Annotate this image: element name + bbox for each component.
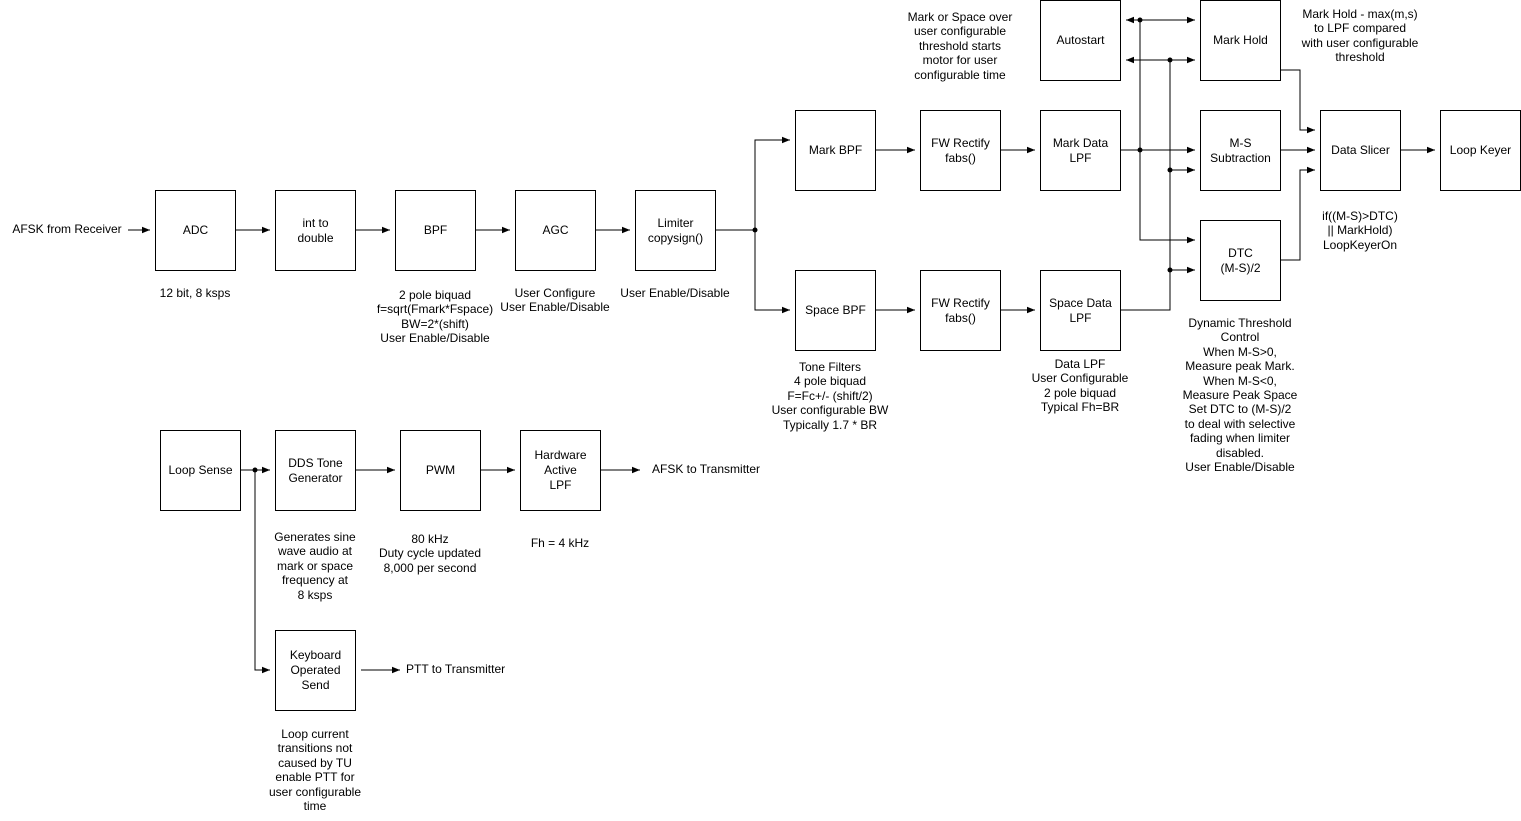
limiter-note: User Enable/Disable xyxy=(620,286,730,300)
pwm-note: 80 kHz Duty cycle updated 8,000 per seco… xyxy=(378,532,482,575)
junction-dot xyxy=(1167,167,1173,173)
loop-keyer-block: Loop Keyer xyxy=(1440,110,1521,191)
agc-label: AGC xyxy=(542,223,569,237)
mark-data-lpf-label: Mark Data LPF xyxy=(1052,135,1109,165)
int-to-double-label: int to double xyxy=(297,215,334,245)
tone-filters-note: Tone Filters 4 pole biquad F=Fc+/- (shif… xyxy=(771,360,889,432)
mark-hold-note: Mark Hold - max(m,s) to LPF compared wit… xyxy=(1301,7,1419,65)
space-data-lpf-block: Space Data LPF xyxy=(1040,270,1121,351)
keyboard-note: Loop current transitions not caused by T… xyxy=(268,727,362,814)
wire-dtc-slicer xyxy=(1281,166,1315,261)
mark-bpf-block: Mark BPF xyxy=(795,110,876,191)
loop-keyer-label: Loop Keyer xyxy=(1449,143,1512,157)
data-slicer-label: Data Slicer xyxy=(1331,143,1390,157)
bpf-block: BPF xyxy=(395,190,476,271)
bpf-label: BPF xyxy=(423,223,448,237)
keyboard-operated-send-block: Keyboard Operated Send xyxy=(275,630,356,711)
pwm-block: PWM xyxy=(400,430,481,511)
data-slicer-note: if((M-S)>DTC) || MarkHold) LoopKeyerOn xyxy=(1322,209,1398,252)
data-slicer-block: Data Slicer xyxy=(1320,110,1401,191)
mark-hold-label: Mark Hold xyxy=(1213,33,1268,47)
dds-note: Generates sine wave audio at mark or spa… xyxy=(274,530,356,602)
bpf-note: 2 pole biquad f=sqrt(Fmark*Fspace) BW=2*… xyxy=(376,288,494,346)
hardware-lpf-label: Hardware Active LPF xyxy=(534,448,587,492)
dds-tone-generator-block: DDS Tone Generator xyxy=(275,430,356,511)
junction-dot xyxy=(752,227,758,233)
fw-rectify-mark-label: FW Rectify fabs() xyxy=(931,135,990,165)
adc-note: 12 bit, 8 ksps xyxy=(159,286,231,300)
fw-rectify-mark-block: FW Rectify fabs() xyxy=(920,110,1001,191)
hardware-lpf-note: Fh = 4 kHz xyxy=(530,536,590,550)
dds-tone-generator-label: DDS Tone Generator xyxy=(288,455,343,485)
wire-split-space xyxy=(754,230,790,314)
dtc-note: Dynamic Threshold Control When M-S>0, Me… xyxy=(1182,316,1298,475)
loop-sense-block: Loop Sense xyxy=(160,430,241,511)
space-data-lpf-label: Space Data LPF xyxy=(1049,295,1112,325)
junction-dot xyxy=(1167,57,1173,63)
autostart-label: Autostart xyxy=(1056,33,1105,47)
wire-markhold-slicer xyxy=(1281,69,1315,134)
autostart-block: Autostart xyxy=(1040,0,1121,81)
wire-split-mark xyxy=(754,136,790,230)
mark-hold-block: Mark Hold xyxy=(1200,0,1281,81)
junction-dot xyxy=(1167,267,1173,273)
pwm-label: PWM xyxy=(425,463,456,477)
mark-bpf-label: Mark BPF xyxy=(808,143,863,157)
agc-note: User Configure User Enable/Disable xyxy=(500,286,610,315)
limiter-block: Limiter copysign() xyxy=(635,190,716,271)
adc-label: ADC xyxy=(182,223,209,237)
junction-dot xyxy=(252,467,258,473)
junction-dot xyxy=(1137,17,1143,23)
wire-spacelpf-bus xyxy=(1121,60,1171,311)
space-bpf-label: Space BPF xyxy=(805,303,866,317)
loop-sense-label: Loop Sense xyxy=(168,463,233,477)
limiter-label: Limiter copysign() xyxy=(647,215,704,245)
mark-data-lpf-block: Mark Data LPF xyxy=(1040,110,1121,191)
ms-subtraction-label: M-S Subtraction xyxy=(1210,135,1271,165)
agc-block: AGC xyxy=(515,190,596,271)
autostart-note: Mark or Space over user configurable thr… xyxy=(907,10,1013,82)
data-lpf-note: Data LPF User Configurable 2 pole biquad… xyxy=(1031,357,1129,415)
fw-rectify-space-label: FW Rectify fabs() xyxy=(931,295,990,325)
ptt-to-transmitter-label: PTT to Transmitter xyxy=(406,662,506,676)
wire-loopsense-keyboard xyxy=(254,470,270,674)
space-bpf-block: Space BPF xyxy=(795,270,876,351)
afsk-from-receiver-label: AFSK from Receiver xyxy=(12,222,122,236)
afsk-to-transmitter-label: AFSK to Transmitter xyxy=(652,462,761,476)
hardware-lpf-block: Hardware Active LPF xyxy=(520,430,601,511)
dtc-label: DTC (M-S)/2 xyxy=(1220,245,1261,275)
keyboard-operated-send-label: Keyboard Operated Send xyxy=(289,648,342,692)
dtc-block: DTC (M-S)/2 xyxy=(1200,220,1281,301)
adc-block: ADC xyxy=(155,190,236,271)
wire-markbus-dtc xyxy=(1139,150,1195,244)
ms-subtraction-block: M-S Subtraction xyxy=(1200,110,1281,191)
junction-dot xyxy=(1137,147,1143,153)
fw-rectify-space-block: FW Rectify fabs() xyxy=(920,270,1001,351)
int-to-double-block: int to double xyxy=(275,190,356,271)
